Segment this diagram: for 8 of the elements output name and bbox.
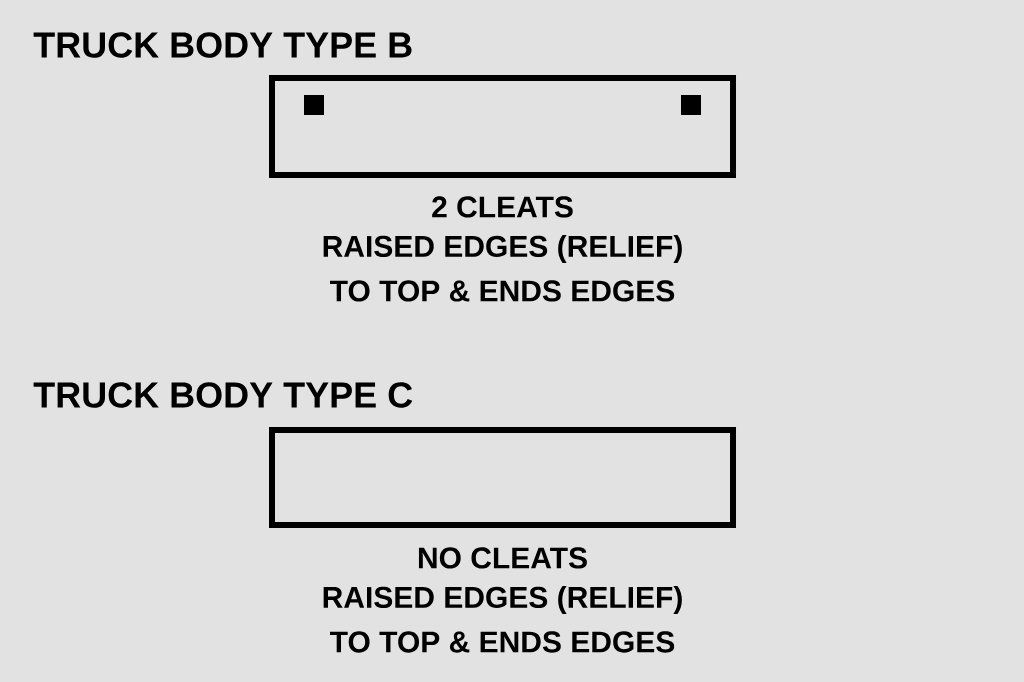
- node-label: NO CLEATS: [418, 547, 587, 569]
- node-label: 2 CLEATS: [432, 196, 573, 218]
- node-label: RAISED EDGES (RELIEF): [323, 235, 682, 263]
- node-label: TO TOP & ENDS EDGES: [330, 280, 675, 302]
- heading: TRUCK BODY TYPE B: [33, 32, 412, 58]
- node-label: RAISED EDGES (RELIEF): [323, 586, 682, 614]
- node-label: TO TOP & ENDS EDGES: [330, 631, 675, 653]
- heading: TRUCK BODY TYPE C: [33, 382, 413, 408]
